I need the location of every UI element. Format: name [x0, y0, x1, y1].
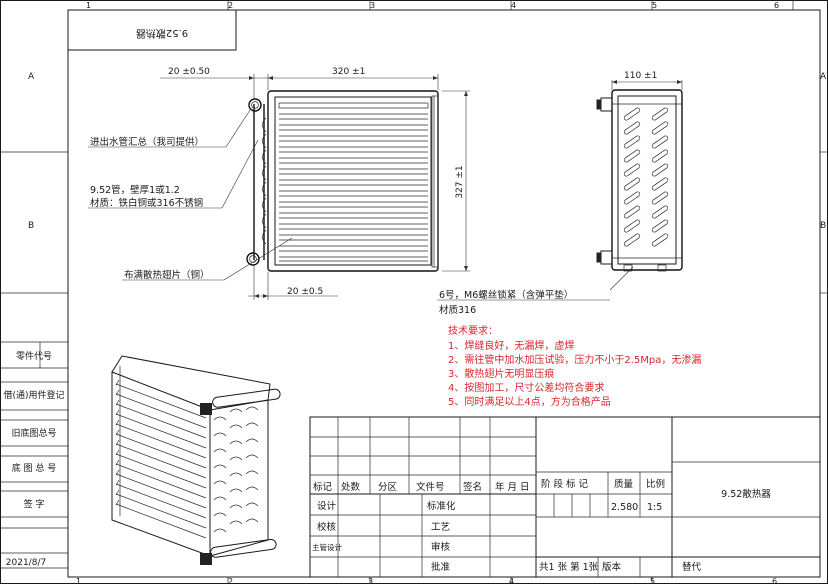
strip-old-drawing: 旧底图总号 — [11, 427, 56, 439]
tech-item: 4、按图加工，尺寸公差均符合要求 — [448, 381, 604, 394]
col-num-top: 5 — [652, 1, 657, 10]
tb-role-design: 设计 — [317, 500, 337, 512]
tb-process: 工艺 — [431, 522, 450, 533]
front-dimensions: 20 ±0.50 320 ±1 327 ±1 20 ±0.5 — [160, 67, 470, 300]
strip-date: 2021/8/7 — [6, 558, 46, 568]
front-view — [246, 90, 439, 272]
dim-bottom-left: 20 ±0.5 — [287, 287, 323, 297]
col-num-top: 1 — [86, 1, 91, 10]
tb-sheet-info: 共1 张 第 1张 — [539, 561, 599, 573]
tech-heading: 技术要求： — [448, 324, 498, 337]
dim-side-width: 110 ±1 — [624, 71, 657, 81]
tb-header-zone: 分区 — [378, 482, 398, 493]
tb-header-count: 处数 — [341, 481, 361, 493]
side-view: 110 ±1 — [596, 71, 683, 272]
callout-inlet: 进出水管汇总（我司提供） — [90, 136, 204, 148]
col-num-bottom: 4 — [509, 577, 514, 584]
fin-lines — [279, 102, 428, 262]
title-box-text: 9.52散热器 — [136, 27, 188, 40]
col-num-top: 4 — [511, 1, 516, 10]
col-num-bottom: 6 — [772, 577, 777, 584]
dim-width: 320 ±1 — [332, 67, 365, 77]
left-strip: 零件代号 借(通)用件登记 旧底图总号 底 图 总 号 签 字 2021/8/7 — [0, 341, 68, 569]
strip-part-code: 零件代号 — [16, 350, 52, 362]
dim-top-left: 20 ±0.50 — [168, 67, 210, 77]
tb-scale-label: 比例 — [646, 478, 665, 490]
tb-mass-label: 质量 — [614, 478, 634, 490]
tb-mass-value: 2.580 — [611, 502, 638, 513]
tech-item: 2、需往管中加水加压试验，压力不小于2.5Mpa，无渗漏 — [448, 353, 701, 366]
tb-scale-value: 1:5 — [647, 502, 662, 513]
col-num-bottom: 3 — [368, 577, 373, 584]
fin-frame — [267, 90, 439, 272]
strip-borrowed-reg: 借(通)用件登记 — [3, 389, 64, 401]
strip-signature: 签 字 — [24, 498, 45, 510]
callout-screw-material: 材质316 — [439, 304, 476, 316]
tb-approve: 批准 — [431, 561, 451, 573]
tb-replace: 替代 — [682, 561, 702, 573]
col-num-top: 3 — [370, 1, 375, 10]
tb-std: 标准化 — [427, 500, 456, 512]
tb-review: 审核 — [431, 541, 451, 553]
tech-item: 3、散热翅片无明显压痕 — [448, 367, 554, 380]
tech-requirements: 技术要求： 1、焊缝良好，无漏焊，虚焊 2、需往管中加水加压试验，压力不小于2.… — [448, 324, 701, 408]
inlet-pipe-top — [248, 98, 262, 112]
inlet-pipe-bottom — [246, 252, 260, 266]
fin-slots — [623, 106, 669, 248]
tb-part-name: 9.52散热器 — [721, 488, 771, 500]
side-frame — [611, 89, 683, 271]
tb-stage-label: 阶 段 标 记 — [541, 478, 589, 490]
column-markers-bottom: 1 2 3 4 5 6 — [76, 577, 777, 584]
tech-item: 1、焊缝良好，无漏焊，虚焊 — [448, 339, 574, 352]
tb-role-lead: 主管设计 — [312, 542, 342, 552]
tb-version: 版本 — [602, 561, 622, 573]
tb-header-docno: 文件号 — [416, 481, 445, 493]
tb-header-date: 年 月 日 — [495, 481, 530, 493]
row-letter-right: B — [820, 221, 826, 231]
col-num-bottom: 2 — [228, 577, 233, 584]
col-num-top: 2 — [228, 1, 233, 10]
tb-header-mark: 标记 — [313, 481, 333, 493]
tech-item: 5、同时满足以上4点，方为合格产品 — [448, 395, 611, 408]
callout-screw: 6号，M6螺丝锁紧（含弹平垫） — [439, 289, 573, 301]
isometric-view — [111, 355, 281, 565]
title-box — [67, 9, 237, 51]
row-markers: A B A B — [0, 72, 828, 294]
col-num-bottom: 1 — [76, 577, 81, 584]
row-letter-right: A — [820, 72, 827, 82]
column-markers-top: 1 2 3 4 5 6 — [86, 0, 794, 10]
tb-role-check: 校核 — [317, 521, 337, 533]
callout-tube-material: 材质：铁白铜或316不锈钢 — [90, 197, 203, 209]
strip-base-drawing: 底 图 总 号 — [12, 462, 57, 474]
callout-tube-spec: 9.52管，壁厚1或1.2 — [90, 184, 180, 196]
callout-fins: 布满散热翅片（铜） — [124, 269, 210, 281]
dim-height: 327 ±1 — [455, 165, 465, 198]
col-num-top: 6 — [774, 1, 779, 10]
title-block: 标记 处数 分区 文件号 签名 年 月 日 设计 校核 主管设计 标准化 工艺 … — [309, 416, 821, 578]
col-num-bottom: 5 — [650, 577, 655, 584]
row-letter-left: A — [28, 72, 35, 82]
row-letter-left: B — [28, 221, 34, 231]
tb-header-sign: 签名 — [463, 481, 482, 493]
callout-leaders — [88, 109, 634, 301]
